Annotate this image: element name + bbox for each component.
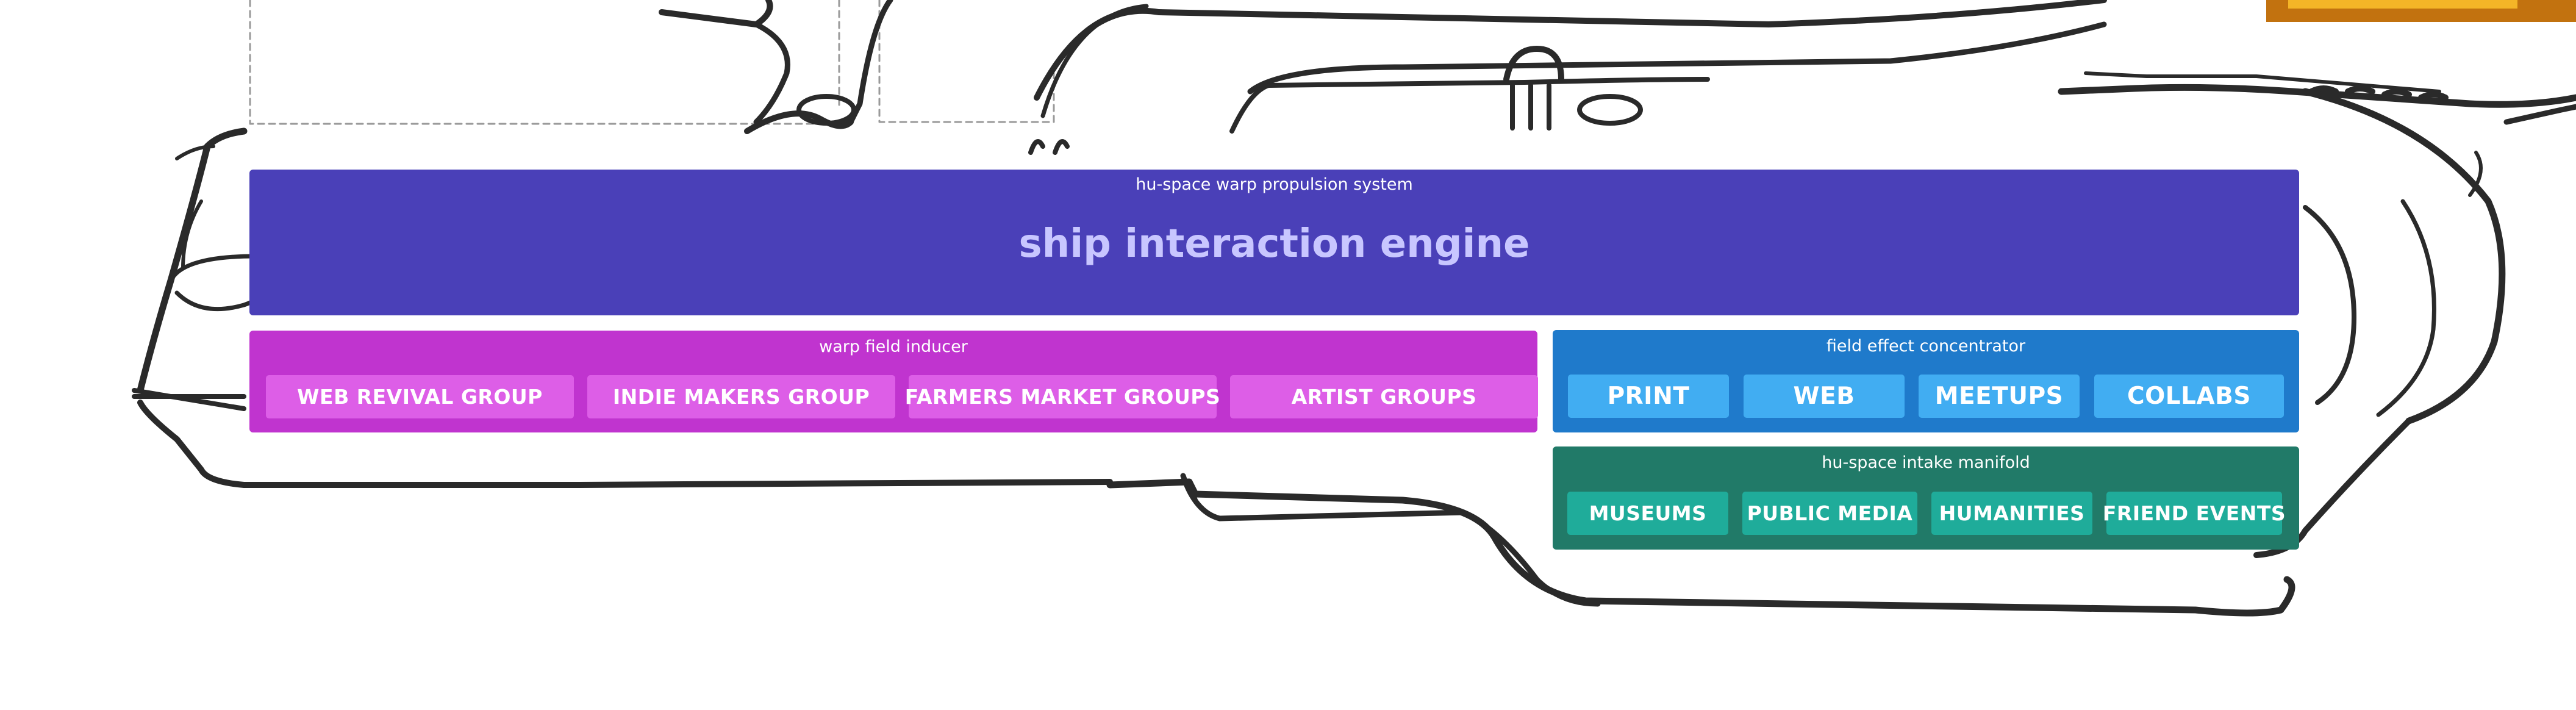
ship-interaction-engine-title: ship interaction engine <box>1018 221 1530 267</box>
farmers-market-groups-button[interactable]: FARMERS MARKET GROUPS <box>905 375 1220 418</box>
corner-toolbar-highlight <box>2288 0 2517 9</box>
intake-manifold-label: hu-space intake manifold <box>1822 453 2030 472</box>
field-effect-concentrator-panel: field effect concentrator PRINT WEB MEET… <box>1553 330 2299 432</box>
corner-toolbar <box>2266 0 2576 22</box>
meetups-button[interactable]: MEETUPS <box>1919 375 2080 418</box>
collabs-button[interactable]: COLLABS <box>2094 375 2284 418</box>
warp-field-inducer-label: warp field inducer <box>819 337 968 356</box>
field-effect-concentrator-label: field effect concentrator <box>1826 337 2026 356</box>
museums-button[interactable]: MUSEUMS <box>1567 492 1728 535</box>
public-media-button[interactable]: PUBLIC MEDIA <box>1742 492 1917 535</box>
print-button[interactable]: PRINT <box>1568 375 1729 418</box>
warp-field-inducer-panel: warp field inducer WEB REVIVAL GROUP IND… <box>249 331 1538 432</box>
intake-manifold-panel: hu-space intake manifold MUSEUMS PUBLIC … <box>1553 446 2299 550</box>
warp-propulsion-system-panel: hu-space warp propulsion system ship int… <box>249 170 2299 315</box>
humanities-button[interactable]: HUMANITIES <box>1931 492 2092 535</box>
web-revival-group-button[interactable]: WEB REVIVAL GROUP <box>266 375 574 418</box>
indie-makers-group-button[interactable]: INDIE MAKERS GROUP <box>587 375 895 418</box>
warp-propulsion-system-label: hu-space warp propulsion system <box>1136 175 1413 194</box>
friend-events-button[interactable]: FRIEND EVENTS <box>2103 492 2286 535</box>
artist-groups-button[interactable]: ARTIST GROUPS <box>1230 375 1538 418</box>
web-button[interactable]: WEB <box>1744 375 1905 418</box>
